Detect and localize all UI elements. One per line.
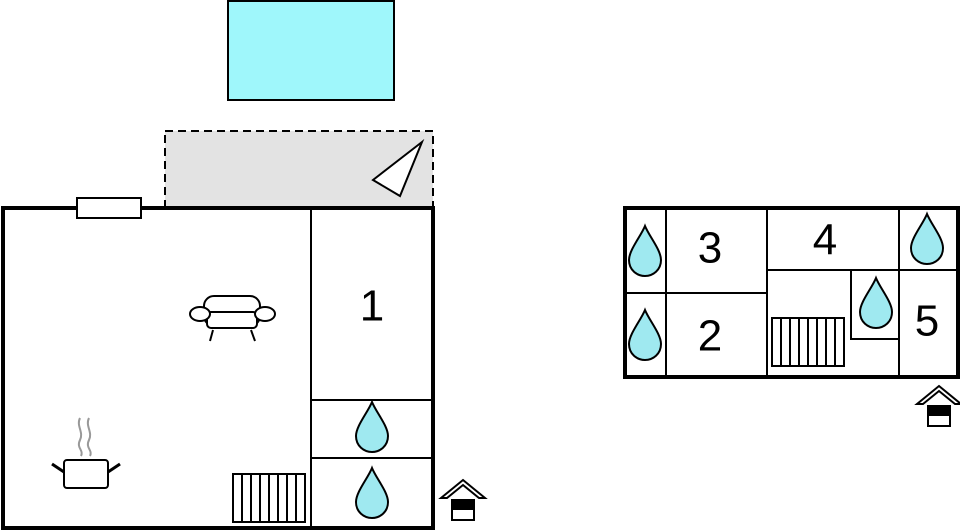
room-label: 3 [698, 224, 722, 273]
water-drop-icon [628, 225, 662, 277]
water-drop-icon [355, 401, 389, 453]
view-direction-triangle [371, 138, 425, 198]
room-label: 4 [813, 216, 837, 265]
radiator-icon [232, 473, 306, 523]
room-label: 5 [915, 297, 939, 346]
ground-floor-outline [1, 206, 435, 530]
pool [227, 0, 395, 101]
radiator-icon [771, 317, 845, 367]
water-drop-icon [355, 467, 389, 519]
water-drop-icon [859, 277, 893, 329]
window [76, 197, 142, 219]
water-drop-icon [628, 309, 662, 361]
cooking-pot-icon [51, 417, 121, 489]
water-drop-icon [910, 213, 944, 265]
entrance-icon [916, 385, 960, 427]
sofa-icon [189, 295, 276, 342]
room-label: 1 [360, 282, 384, 331]
room-label: 2 [698, 312, 722, 361]
entrance-icon [440, 479, 486, 521]
